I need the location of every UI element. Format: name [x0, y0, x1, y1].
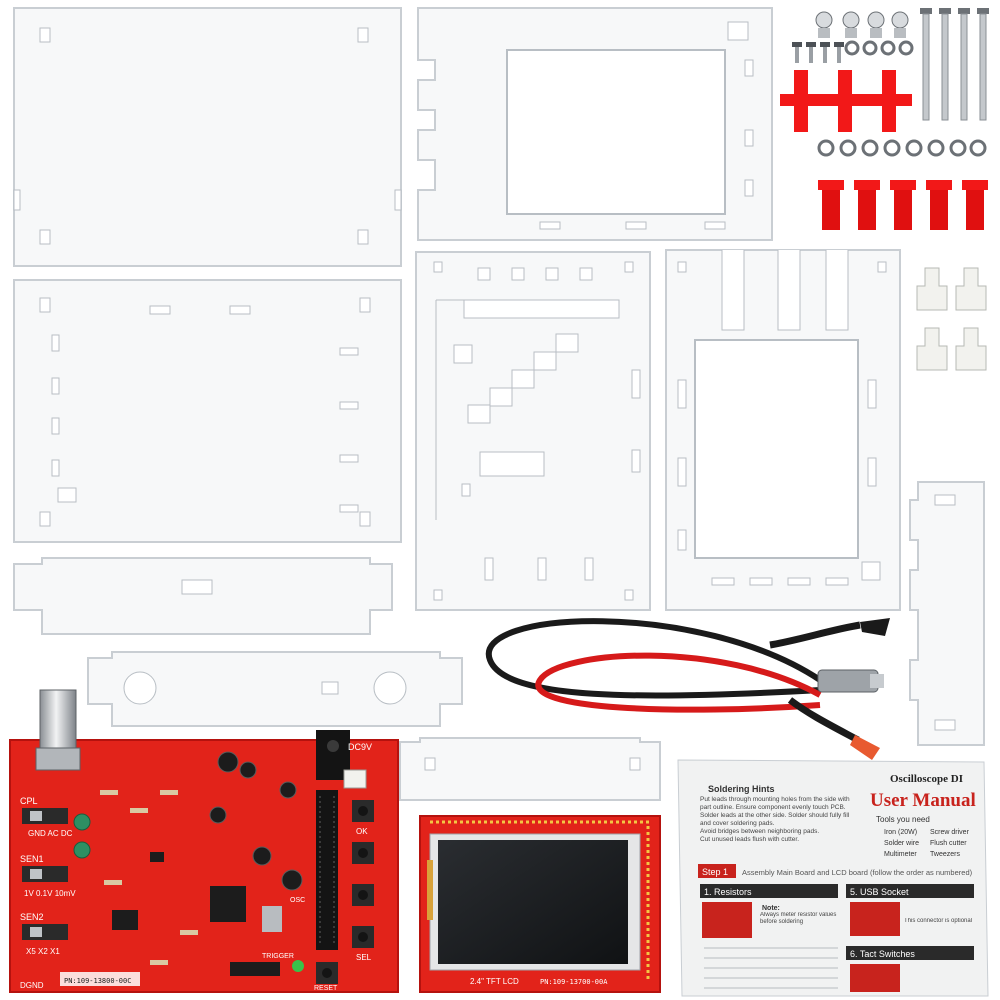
hints-title: Soldering Hints: [708, 784, 775, 794]
nuts-row-middle: [817, 139, 987, 157]
step-label: Step 1: [702, 867, 728, 877]
acrylic-panel-top-left: [13, 7, 402, 267]
section-tact: 6. Tact Switches: [850, 949, 915, 959]
red-cross-clips: [780, 70, 912, 132]
tool-6: Tweezers: [930, 851, 960, 858]
silk-reset: RESET: [314, 985, 338, 992]
tool-1: Iron (20W): [884, 829, 917, 836]
silk-sel: SEL: [356, 953, 372, 962]
nuts-row-top: [844, 40, 914, 56]
dc-jack: [316, 730, 350, 780]
resistor-table: [704, 947, 838, 989]
ic-chips: [112, 852, 282, 932]
note-label: Note:: [762, 905, 780, 912]
hint-1: Put leads through mounting holes from th…: [700, 796, 850, 811]
acrylic-strip-lower: [87, 651, 463, 727]
note-box: Always meter resistor values before sold…: [760, 912, 837, 925]
silk-trigger: TRIGGER: [262, 953, 294, 960]
silk-sen2-range: X5 X2 X1: [26, 947, 60, 956]
small-screws: [792, 42, 844, 63]
lcd-label: 2.4" TFT LCD: [470, 977, 519, 986]
section-usb: 5. USB Socket: [850, 887, 909, 897]
probe-cable: [485, 618, 890, 760]
silk-part-no: PN:109-13800-00C: [64, 977, 131, 985]
tool-3: Solder wire: [884, 840, 919, 847]
silk-sen2: SEN2: [20, 912, 44, 922]
hints-list: Put leads through mounting holes from th…: [700, 796, 850, 843]
main-board: DC9V CPL GND AC DC SEN1 1V 0.1V 10mV SEN…: [9, 689, 399, 993]
tool-2: Screw driver: [930, 829, 970, 836]
manual-header: Oscilloscope DI: [890, 773, 963, 785]
usb-note: This connector is optional: [904, 918, 973, 924]
step-text: Assembly Main Board and LCD board (follo…: [742, 868, 973, 877]
long-bolts: [920, 8, 989, 121]
hardware-screws-nuts: [780, 8, 989, 371]
lcd-board: 2.4" TFT LCD PN:109-13700-00A: [419, 815, 661, 993]
silk-osc: OSC: [290, 897, 305, 904]
acrylic-panel-front: [665, 249, 901, 611]
manual-title: User Manual: [870, 790, 976, 811]
silk-cpl: CPL: [20, 796, 38, 806]
note-text: Always meter resistor values before sold…: [760, 912, 837, 925]
silk-dc9v: DC9V: [348, 742, 372, 752]
slide-switches: [22, 808, 68, 940]
red-standoffs: [818, 180, 988, 230]
tool-4: Flush cutter: [930, 840, 967, 847]
pin-header-pins: [319, 796, 335, 946]
hint-2: Solder leads at the other side. Solder s…: [700, 812, 850, 827]
acrylic-panel-top-middle: [417, 7, 773, 241]
lcd-screen: [438, 840, 628, 964]
silk-sen1-range: 1V 0.1V 10mV: [24, 889, 76, 898]
hint-3: Avoid bridges between neighboring pads.: [700, 828, 820, 835]
silk-coupling: GND AC DC: [28, 829, 73, 838]
silk-dgnd: DGND: [20, 981, 44, 990]
acrylic-strip-left: [13, 557, 393, 635]
usb-note-box: This connector is optional: [904, 918, 973, 924]
silk-ok: OK: [356, 827, 368, 836]
electrolytic-caps: [209, 751, 303, 891]
resistor-dots: [100, 790, 198, 965]
acrylic-strip-center-small: [399, 737, 661, 801]
tool-5: Multimeter: [884, 851, 917, 858]
round-standoffs: [815, 11, 909, 38]
hint-4: Cut unused leads flush with cutter.: [700, 836, 800, 843]
acrylic-panel-center: [415, 251, 651, 611]
tact-switches: [316, 800, 374, 984]
tools-title: Tools you need: [876, 815, 930, 824]
led-indicator: [292, 960, 304, 972]
acrylic-side-strip-right: [909, 481, 985, 746]
trimmer-caps: [73, 813, 91, 859]
section-resistors: 1. Resistors: [704, 887, 752, 897]
silk-sen1: SEN1: [20, 854, 44, 864]
acrylic-panel-middle-left: [13, 279, 402, 543]
white-plastic-standoffs: [916, 267, 987, 371]
bnc-connector: [35, 689, 81, 771]
user-manual: Oscilloscope DI User Manual Soldering Hi…: [677, 759, 989, 997]
lcd-part-no: PN:109-13700-00A: [540, 978, 608, 986]
